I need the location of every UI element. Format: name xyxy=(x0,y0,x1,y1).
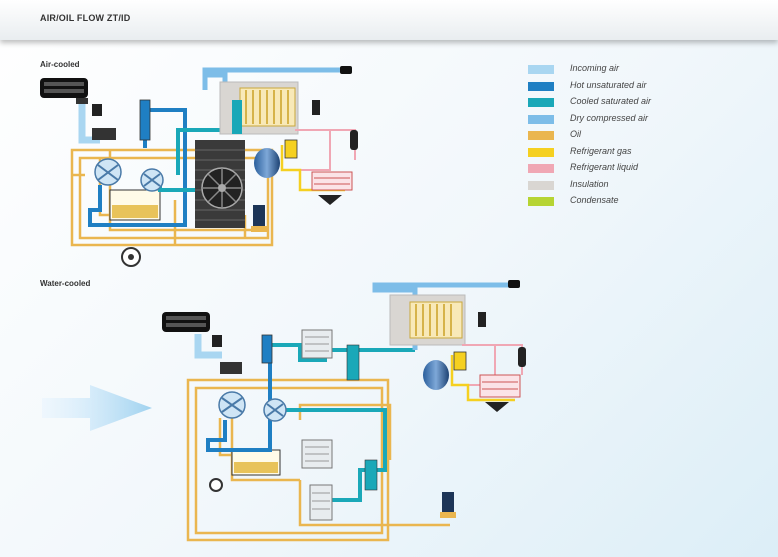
intercooler-pipe xyxy=(261,334,273,364)
air-filter xyxy=(40,78,88,104)
legend-swatch xyxy=(528,114,554,124)
condenser xyxy=(479,374,521,398)
outlet-valve xyxy=(508,280,520,288)
receiver xyxy=(518,347,526,367)
intercooler-pipe xyxy=(139,99,151,141)
legend-swatch xyxy=(528,180,554,190)
air-filter xyxy=(162,312,210,332)
valve xyxy=(92,104,102,116)
incoming-air-line xyxy=(194,334,222,359)
expansion-valve xyxy=(478,312,486,327)
flow-arrow xyxy=(42,385,152,431)
drain-valve xyxy=(253,205,265,227)
receiver xyxy=(350,130,358,150)
legend-label: Refrigerant liquid xyxy=(570,162,639,172)
compressor-element-1 xyxy=(94,158,122,186)
air-cooled-label: Air-cooled xyxy=(40,60,80,69)
water-cooled-label: Water-cooled xyxy=(40,279,91,288)
cooled-air-line-2 xyxy=(158,175,198,192)
outlet-valve xyxy=(340,66,352,74)
legend-swatch xyxy=(528,81,554,91)
heat-exchanger xyxy=(239,87,296,127)
page-title: AIR/OIL FLOW ZT/ID xyxy=(40,13,131,23)
valve xyxy=(212,335,222,347)
oil-level xyxy=(112,205,158,218)
compressor-element-1 xyxy=(218,391,246,419)
legend-swatch xyxy=(528,65,554,74)
refrigerant-separator xyxy=(284,139,298,159)
air-exchanger-tube xyxy=(232,100,242,134)
condenser xyxy=(311,171,353,191)
gearbox xyxy=(220,362,242,374)
refrigerant-gas-line xyxy=(450,355,515,402)
refrigerant-liquid-line xyxy=(462,344,496,386)
water-separator xyxy=(346,344,360,381)
page-header: AIR/OIL FLOW ZT/ID xyxy=(0,0,778,40)
aftercooler xyxy=(301,439,333,469)
gearbox xyxy=(92,128,116,140)
condenser-fan xyxy=(318,195,342,205)
refrigerant-compressor xyxy=(423,360,449,390)
legend-swatch xyxy=(528,147,554,157)
compressor-element-2 xyxy=(263,398,287,422)
legend-label: Condensate xyxy=(570,195,619,205)
heat-exchanger xyxy=(409,301,463,339)
refrigerant-compressor xyxy=(254,148,280,178)
condenser-fan xyxy=(485,402,509,412)
oil-cooler xyxy=(309,484,333,521)
hot-air-line xyxy=(88,108,187,227)
legend-swatch xyxy=(528,197,554,206)
refrigerant-separator xyxy=(453,351,467,371)
legend-label: Dry compressed air xyxy=(570,112,649,123)
intercooler xyxy=(301,329,333,359)
water-cooled-diagram xyxy=(42,280,526,542)
legend-swatch xyxy=(528,98,554,107)
drain-valve xyxy=(442,492,454,514)
compressor-element-2 xyxy=(140,168,164,192)
motor xyxy=(209,478,223,492)
air-cooled-diagram xyxy=(40,66,358,267)
legend-label: Oil xyxy=(570,129,581,139)
air-cooler xyxy=(195,140,245,228)
refrigerant-liquid-line xyxy=(295,129,331,171)
legend-swatch xyxy=(528,131,554,140)
expansion-valve xyxy=(312,100,320,115)
legend-label: Cooled saturated air xyxy=(570,96,652,106)
legend-label: Refrigerant gas xyxy=(570,145,632,156)
legend-label: Hot unsaturated air xyxy=(570,79,647,90)
legend-label: Insulation xyxy=(570,178,609,189)
legend-label: Incoming air xyxy=(570,63,620,73)
legend-swatch xyxy=(528,164,554,173)
water-separator-2 xyxy=(364,459,378,491)
hot-air-line xyxy=(206,345,272,452)
cooled-air-line xyxy=(270,343,415,362)
oil-lines xyxy=(186,378,450,542)
